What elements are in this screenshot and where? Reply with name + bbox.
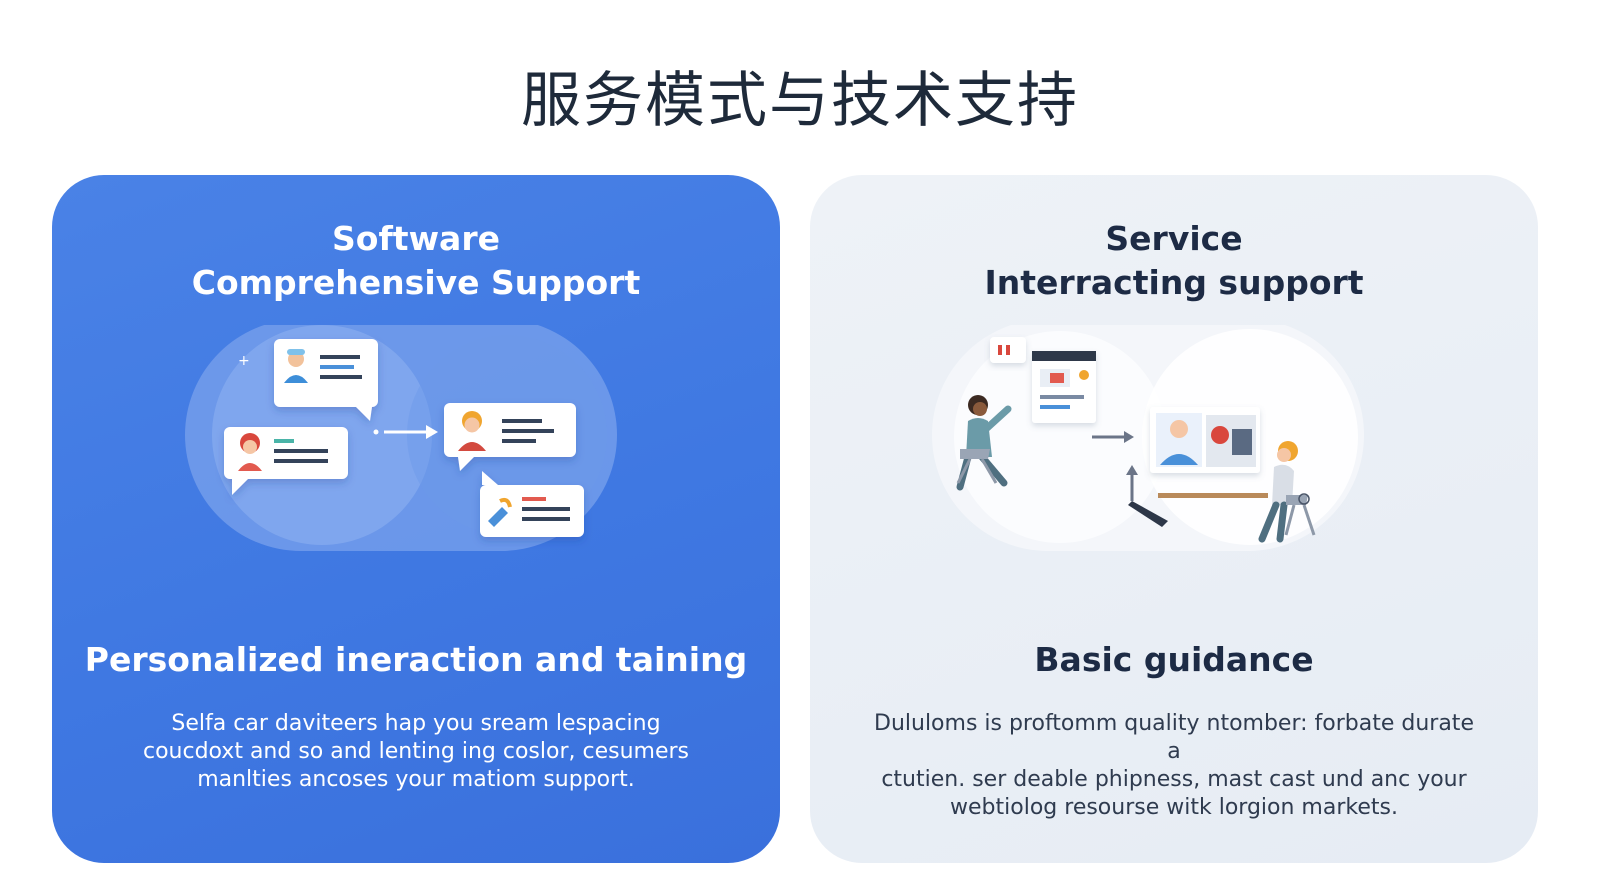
browser-window [1032,351,1096,423]
page-title: 服务模式与技术支持 [521,66,1079,136]
person-at-desk-icon [1258,441,1316,543]
card-subtitle: Basic guidance [1034,640,1314,679]
svg-text:+: + [238,353,250,369]
card-description: Dululoms is proftomm quality ntomber: fo… [870,710,1478,822]
description-line: Dululoms is proftomm quality ntomber: fo… [874,711,1474,764]
software-support-card: Software Comprehensive Support + [52,175,780,863]
customer-avatar-icon [238,433,262,471]
description-line: webtiolog resourse witk lorgion markets. [950,795,1398,820]
description-line: manlties ancoses your matiom support. [197,767,635,792]
remote-work-illustration [932,325,1364,551]
card-heading-line1: Software [332,219,500,258]
card-heading-line2: Comprehensive Support [191,263,641,302]
card-heading-line1: Service [1105,219,1243,258]
support-avatar-icon [458,411,486,451]
desk-monitor [1150,407,1260,473]
tools-icon [488,497,512,527]
description-line: coucdoxt and so and lenting ing coslor, … [142,739,690,764]
card-subtitle: Personalized ineraction and taining [84,640,748,679]
notification-card [990,337,1026,363]
arrow-up-icon [1126,465,1168,527]
service-support-card: Service Interracting support [810,175,1538,863]
card-heading: Service Interracting support [810,217,1538,305]
arrow-right-icon [373,425,438,439]
arrow-right-icon [1092,431,1134,443]
card-heading-line2: Interracting support [984,263,1364,302]
chat-support-illustration: + [185,325,617,551]
description-line: ctutien. ser deable phipness, mast cast … [881,767,1467,792]
description-line: Selfa car daviteers hap you sream lespac… [171,711,661,736]
card-description: Selfa car daviteers hap you sream lespac… [112,710,720,794]
card-heading: Software Comprehensive Support [52,217,780,305]
agent-avatar-icon [284,349,308,383]
person-reaching-icon [956,395,1012,491]
